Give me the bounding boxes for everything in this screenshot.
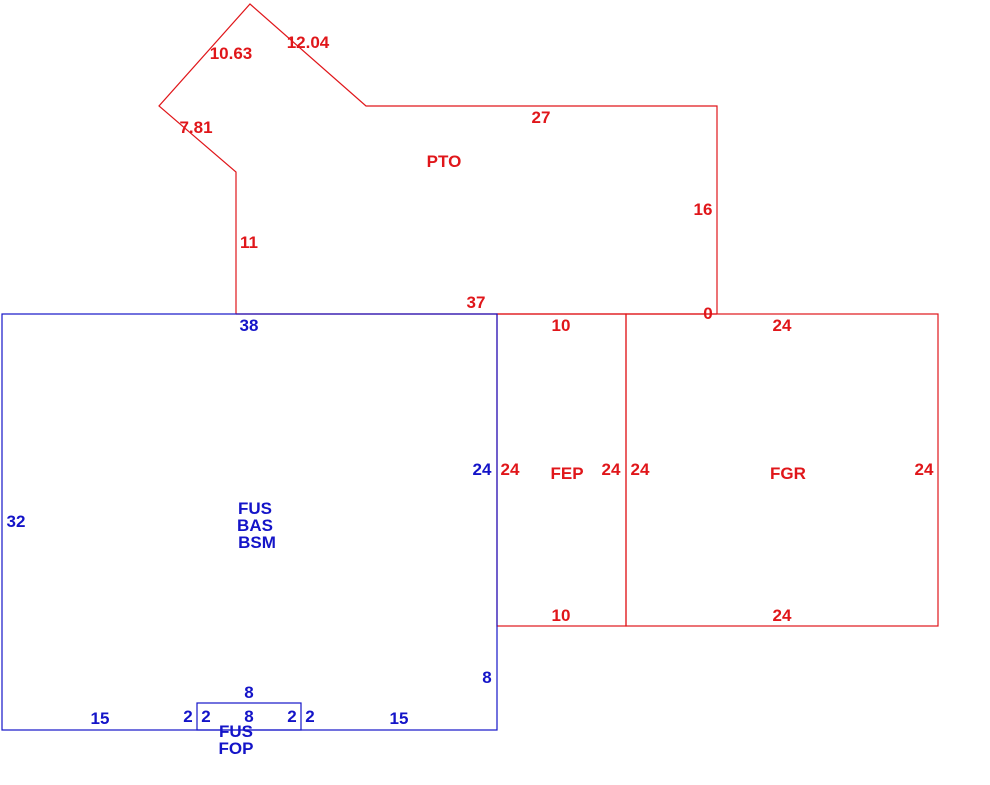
porch-dim-right-outer: 2: [305, 707, 314, 726]
pto-dim-diag-upper-right: 12.04: [287, 33, 330, 52]
porch-dim-top: 8: [244, 683, 253, 702]
pto-dim-right: 16: [694, 200, 713, 219]
fep-dim-right: 24: [602, 460, 621, 479]
main-dim-left: 32: [7, 512, 26, 531]
fgr-outline: [625, 313, 939, 627]
pto-outline: [158, 3, 718, 314]
main-dim-bottom-left: 15: [91, 709, 110, 728]
porch-dim-right-inner: 2: [287, 707, 296, 726]
pto-dim-top: 27: [532, 108, 551, 127]
pto-dim-left: 11: [240, 233, 258, 252]
fep-label: FEP: [550, 464, 583, 483]
pto-label: PTO: [427, 152, 462, 171]
fep-dim-top: 10: [552, 316, 571, 335]
pto-dim-diag-upper-left: 10.63: [210, 44, 253, 63]
fgr-dim-left: 24: [631, 460, 650, 479]
porch-dim-left-inner: 2: [201, 707, 210, 726]
fgr-dim-right: 24: [915, 460, 934, 479]
pto-dim-diag-lower-left: 7.81: [179, 118, 212, 137]
fgr-dim-bottom: 24: [773, 606, 792, 625]
fep-dim-left: 24: [501, 460, 520, 479]
porch-outline: [196, 702, 302, 731]
porch-label-fus: FUS: [219, 722, 253, 741]
porch-dim-left-outer: 2: [183, 707, 192, 726]
porch-label-fop: FOP: [219, 739, 254, 758]
fgr-dim-top: 24: [773, 316, 792, 335]
main-label-bas: BAS: [237, 516, 273, 535]
porch-dim-bottom-overlap: 8: [244, 707, 253, 726]
fep-dim-bottom: 10: [552, 606, 571, 625]
fgr-label: FGR: [770, 464, 806, 483]
pto-dim-bottom: 37: [467, 293, 486, 312]
main-dim-bottom-right: 15: [390, 709, 409, 728]
main-label-fus: FUS: [238, 499, 272, 518]
main-dim-right-lower: 8: [482, 668, 491, 687]
main-dim-top: 38: [240, 316, 259, 335]
main-label-bsm: BSM: [238, 533, 276, 552]
main-dim-right: 24: [473, 460, 492, 479]
pto-dim-corner: 0: [703, 304, 712, 323]
